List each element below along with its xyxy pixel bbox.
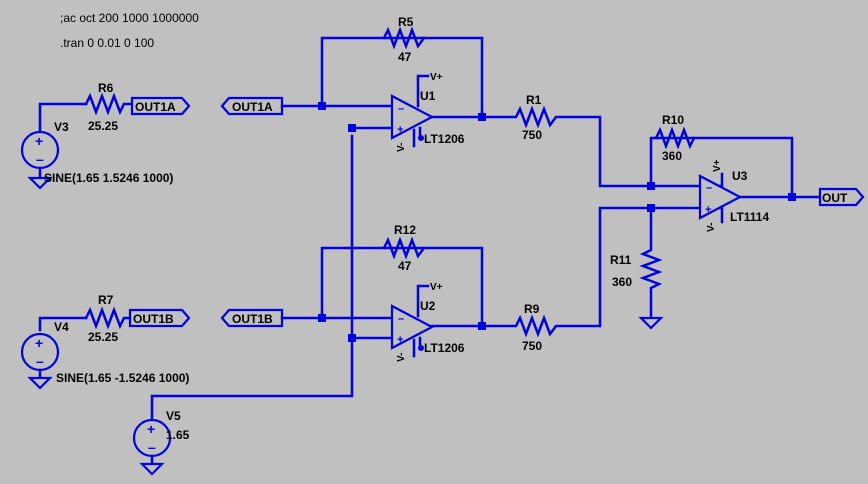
u2-name: U2 [420, 299, 436, 313]
r5-value: 47 [398, 50, 412, 64]
junction-dot [788, 193, 796, 201]
v5-value: 1.65 [166, 428, 190, 442]
out-flag[interactable]: OUT [818, 187, 865, 207]
u1-part: LT1206 [424, 132, 465, 146]
out1b-flag-amp[interactable]: OUT1B [220, 308, 284, 328]
r9-resistor[interactable]: R9 750 [484, 206, 722, 353]
r7-name: R7 [98, 293, 114, 307]
out1b-flag-amp-label: OUT1B [232, 312, 273, 326]
r5-name: R5 [398, 15, 414, 29]
r12-value: 47 [398, 259, 412, 273]
svg-text:–: – [148, 439, 156, 455]
junction-dot [478, 113, 486, 121]
r7-value: 25.25 [88, 330, 118, 344]
u3-vminus: V- [706, 223, 717, 232]
u1-opamp[interactable]: V+ V- – + U1 LT1206 [390, 72, 484, 152]
junction-dot [647, 182, 655, 190]
r10-resistor[interactable]: R10 360 [654, 113, 696, 163]
u2-vplus: V+ [430, 282, 443, 293]
r12-resistor[interactable]: R12 47 [382, 223, 426, 273]
junction-dot [318, 314, 326, 322]
out1a-flag-amp[interactable]: OUT1A [220, 96, 284, 116]
svg-text:+: + [35, 335, 43, 351]
r6-resistor[interactable]: R6 25.25 [84, 81, 134, 133]
out1a-flag-source[interactable]: OUT1A [130, 96, 191, 116]
tran-directive[interactable]: .tran 0 0.01 0 100 [60, 36, 154, 50]
out1a-flag-amp-label: OUT1A [232, 100, 273, 114]
r1-resistor[interactable]: R1 750 [484, 93, 722, 188]
r12-name: R12 [394, 223, 416, 237]
v5-source[interactable]: + – V5 1.65 [132, 134, 354, 476]
svg-text:+: + [705, 204, 711, 216]
svg-text:–: – [706, 182, 712, 194]
svg-text:+: + [397, 334, 403, 346]
v3-value: SINE(1.65 1.5246 1000) [44, 171, 173, 185]
junction-dot [478, 322, 486, 330]
v5-name: V5 [166, 409, 181, 423]
r9-name: R9 [524, 302, 540, 316]
r1-name: R1 [526, 93, 542, 107]
r7-resistor[interactable]: R7 25.25 [84, 293, 132, 344]
junction-dot [348, 334, 356, 342]
u3-part: LT1114 [730, 210, 769, 224]
svg-text:–: – [36, 353, 44, 369]
r10-name: R10 [662, 113, 684, 127]
u2-opamp[interactable]: V+ V- – + U2 LT1206 [390, 282, 484, 362]
svg-text:+: + [35, 133, 43, 149]
u3-opamp[interactable]: V+ V- – + U3 LT1114 [698, 159, 822, 232]
v4-source[interactable]: + – V4 SINE(1.65 -1.5246 1000) [20, 316, 189, 390]
junction-dot [348, 124, 356, 132]
svg-text:+: + [147, 421, 155, 437]
junction-dot [318, 102, 326, 110]
r6-value: 25.25 [88, 119, 118, 133]
svg-text:–: – [398, 313, 404, 325]
r10-value: 360 [662, 149, 682, 163]
u2-vminus: V- [396, 353, 407, 362]
ac-directive[interactable]: ;ac oct 200 1000 1000000 [60, 11, 199, 25]
out1b-flag-source-label: OUT1B [133, 312, 174, 326]
out-flag-label: OUT [822, 191, 848, 205]
u1-vplus: V+ [430, 72, 443, 83]
u3-name: U3 [732, 169, 748, 183]
v3-source[interactable]: + – V3 SINE(1.65 1.5246 1000) [20, 102, 173, 190]
r11-resistor[interactable]: R11 360 [610, 206, 664, 330]
v4-value: SINE(1.65 -1.5246 1000) [56, 371, 189, 385]
v3-name: V3 [54, 120, 69, 134]
svg-text:+: + [397, 124, 403, 136]
svg-text:–: – [36, 151, 44, 167]
r11-value: 360 [612, 275, 632, 289]
out1b-flag-source[interactable]: OUT1B [128, 308, 191, 328]
v4-name: V4 [54, 320, 69, 334]
r1-value: 750 [522, 128, 542, 142]
u2-part: LT1206 [424, 341, 465, 355]
u1-name: U1 [420, 89, 436, 103]
u3-vplus: V+ [712, 159, 723, 172]
r6-name: R6 [98, 81, 114, 95]
r5-resistor[interactable]: R5 47 [382, 15, 426, 64]
r10-feedback-wire [649, 136, 794, 199]
out1a-flag-source-label: OUT1A [135, 100, 176, 114]
r11-name: R11 [610, 253, 632, 267]
svg-text:–: – [398, 103, 404, 115]
u1-vminus: V- [396, 143, 407, 152]
r9-value: 750 [522, 339, 542, 353]
